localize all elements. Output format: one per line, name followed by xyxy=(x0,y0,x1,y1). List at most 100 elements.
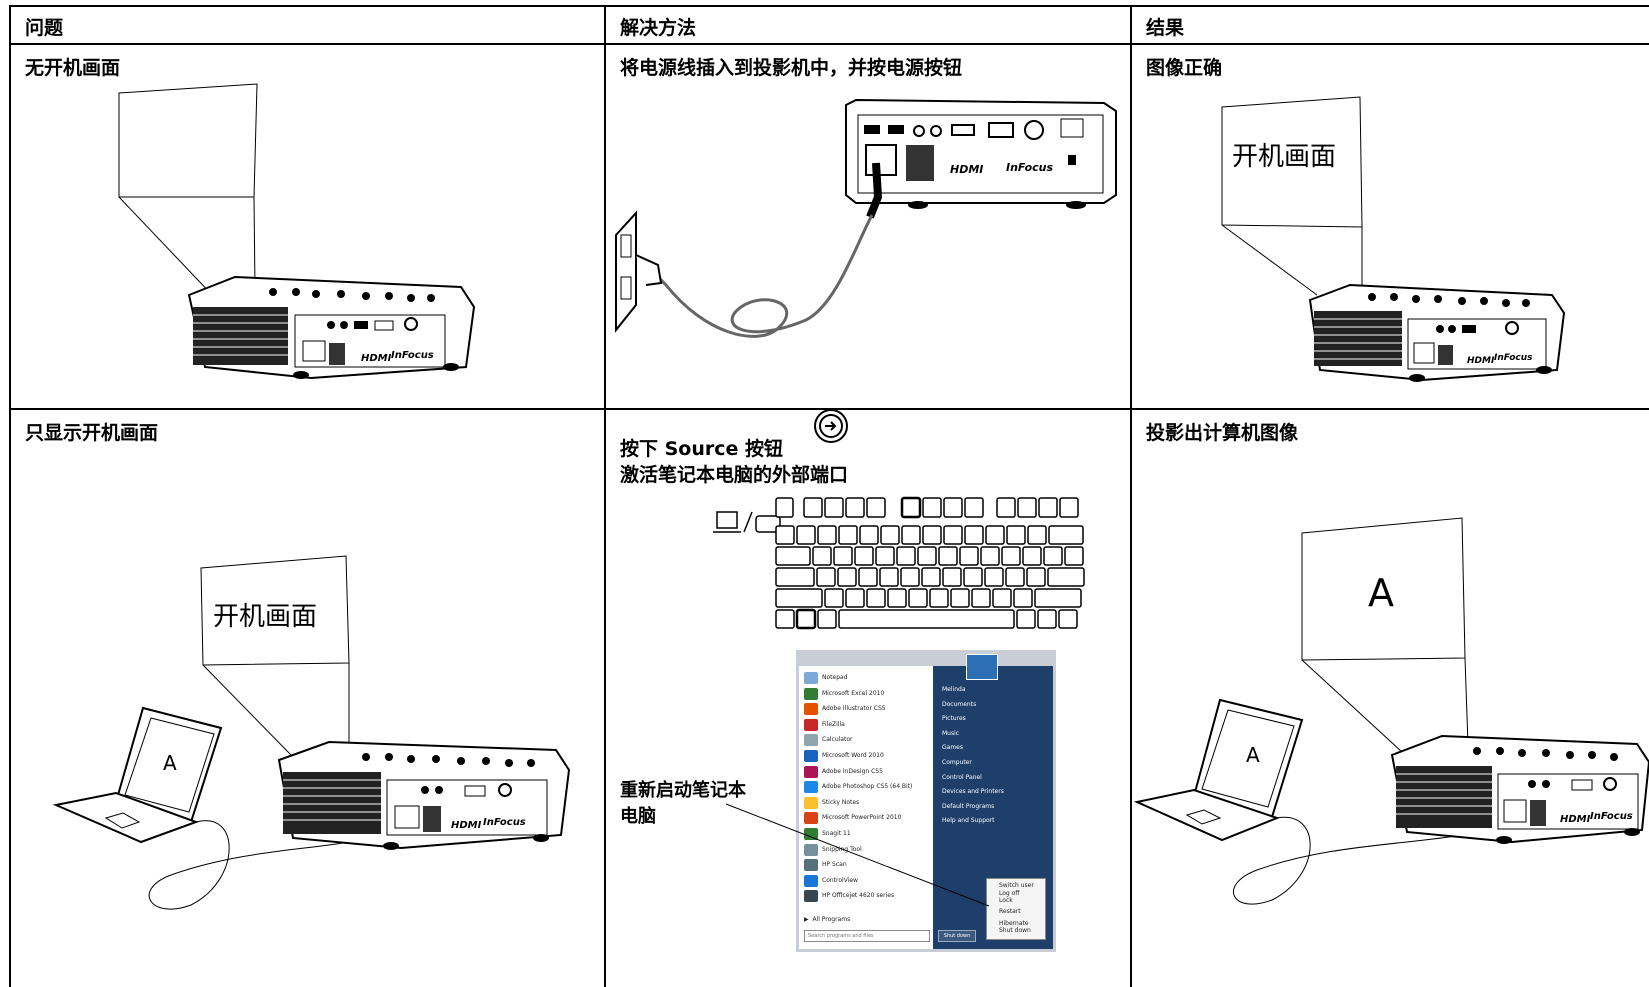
places-item[interactable]: Help and Support xyxy=(942,817,995,825)
keyboard-key xyxy=(879,567,899,587)
header-result: 结果 xyxy=(1146,17,1185,39)
user-avatar xyxy=(966,654,998,680)
svg-text:HDMI: HDMI xyxy=(451,820,482,831)
program-item[interactable]: Microsoft Word 2010 xyxy=(822,752,884,759)
program-icon xyxy=(804,843,818,856)
power-submenu-item[interactable]: Shut down xyxy=(999,927,1031,934)
power-cord xyxy=(654,162,883,338)
projector-correct-image-illustration: 开机画面 HDMI InFocus xyxy=(1221,96,1566,382)
program-item[interactable]: Calculator xyxy=(822,736,853,744)
troubleshooting-table: 问题 解决方法 结果 无开机画面 xyxy=(9,5,1649,987)
keyboard-key xyxy=(984,567,1004,587)
keyboard-key xyxy=(845,588,865,608)
places-item[interactable]: Devices and Printers xyxy=(942,788,1004,796)
program-icon xyxy=(804,750,818,762)
keyboard-key xyxy=(900,567,920,587)
program-item[interactable]: Microsoft Excel 2010 xyxy=(822,689,885,697)
projector-rear-graphic: HDMI InFocus xyxy=(845,98,1117,209)
program-item[interactable]: Adobe InDesign CS5 xyxy=(822,767,883,775)
keyboard-key xyxy=(929,588,949,608)
shutdown-button[interactable]: Shut down xyxy=(938,930,976,942)
program-item[interactable]: ControlView xyxy=(822,876,858,884)
keyboard-key xyxy=(942,567,962,587)
keyboard-key xyxy=(943,497,963,518)
keyboard-key xyxy=(901,525,921,545)
program-icon xyxy=(804,874,818,887)
projector-graphic: HDMI InFocus xyxy=(1390,734,1649,844)
program-icon xyxy=(804,781,818,794)
search-input[interactable] xyxy=(804,930,930,942)
places-item[interactable]: Computer xyxy=(942,759,972,766)
places-item[interactable]: Control Panel xyxy=(942,773,982,781)
keyboard-key xyxy=(1058,609,1078,629)
svg-text:A: A xyxy=(163,751,177,775)
keyboard-key xyxy=(938,546,958,566)
keyboard-key xyxy=(959,546,979,566)
row1-result-title: 图像正确 xyxy=(1146,57,1223,79)
keyboard-key xyxy=(1005,567,1025,587)
power-cord-illustration: HDMI InFocus xyxy=(615,98,1117,338)
keyboard-key xyxy=(795,608,817,630)
laptop-graphic: A xyxy=(52,706,223,844)
wall-outlet xyxy=(615,210,663,333)
program-item[interactable]: Adobe Illustrator CS5 xyxy=(822,705,886,713)
program-item[interactable]: HP Scan xyxy=(822,861,847,869)
program-item[interactable]: Snipping Tool xyxy=(822,845,862,853)
restart-note-line2: 电脑 xyxy=(620,806,656,827)
program-icon xyxy=(804,765,818,778)
svg-text:InFocus: InFocus xyxy=(1494,353,1533,363)
program-item[interactable]: Notepad xyxy=(822,674,848,681)
program-item[interactable]: HP Officejet 4620 series xyxy=(822,892,895,900)
all-programs-link[interactable]: ▶ All Programs xyxy=(804,916,851,923)
keyboard-key xyxy=(900,496,922,519)
power-submenu-item[interactable]: Restart xyxy=(999,908,1021,915)
program-icon xyxy=(804,828,818,840)
places-item[interactable]: Documents xyxy=(942,700,977,708)
keyboard-key xyxy=(922,525,942,545)
keyboard-key xyxy=(950,588,970,608)
power-submenu-item[interactable]: Hibernate xyxy=(999,920,1029,927)
svg-text:InFocus: InFocus xyxy=(391,350,434,361)
power-submenu-item[interactable]: Log off xyxy=(999,890,1020,897)
program-item[interactable]: Adobe Photoshop CS5 (64 Bit) xyxy=(822,783,913,791)
projector-graphic: HDMI InFocus xyxy=(187,275,476,380)
keyboard-key xyxy=(1064,546,1084,566)
power-submenu-item[interactable]: Lock xyxy=(999,897,1013,904)
keyboard-key xyxy=(1027,525,1047,545)
table-border-left xyxy=(9,5,11,987)
row2-result-title: 投影出计算机图像 xyxy=(1146,422,1299,444)
program-icon xyxy=(804,672,818,684)
keyboard-key xyxy=(943,525,963,545)
projector-graphic: HDMI InFocus xyxy=(277,740,571,850)
keyboard-key xyxy=(880,525,900,545)
keyboard-key xyxy=(1017,497,1037,518)
header-problem: 问题 xyxy=(25,17,64,39)
places-item[interactable]: Games xyxy=(942,744,963,752)
header-divider xyxy=(9,43,1649,45)
places-item[interactable]: Music xyxy=(942,729,960,737)
keyboard-key xyxy=(817,609,837,629)
program-item[interactable]: FileZilla xyxy=(822,720,845,728)
keyboard-key xyxy=(964,497,984,518)
keyboard-key xyxy=(858,567,878,587)
power-submenu-item[interactable]: Switch user xyxy=(999,882,1034,889)
keyboard-key xyxy=(1043,546,1063,566)
column-divider xyxy=(1130,5,1132,987)
keyboard-key xyxy=(1034,588,1082,608)
program-item[interactable]: Snagit 11 xyxy=(822,830,851,837)
program-item[interactable]: Sticky Notes xyxy=(822,798,860,806)
screen-letter: A xyxy=(1368,571,1394,615)
keyboard-key xyxy=(921,567,941,587)
places-item[interactable]: Default Programs xyxy=(942,802,995,810)
keyboard-key xyxy=(859,525,879,545)
keyboard-key xyxy=(775,567,815,587)
program-item[interactable]: Microsoft PowerPoint 2010 xyxy=(822,814,902,822)
keyboard-key xyxy=(775,497,794,518)
svg-text:HDMI: HDMI xyxy=(950,163,983,176)
keyboard-key xyxy=(866,588,886,608)
keyboard-key xyxy=(1048,525,1084,545)
places-item[interactable]: Pictures xyxy=(942,715,966,723)
places-item[interactable]: Melinda xyxy=(942,686,966,693)
